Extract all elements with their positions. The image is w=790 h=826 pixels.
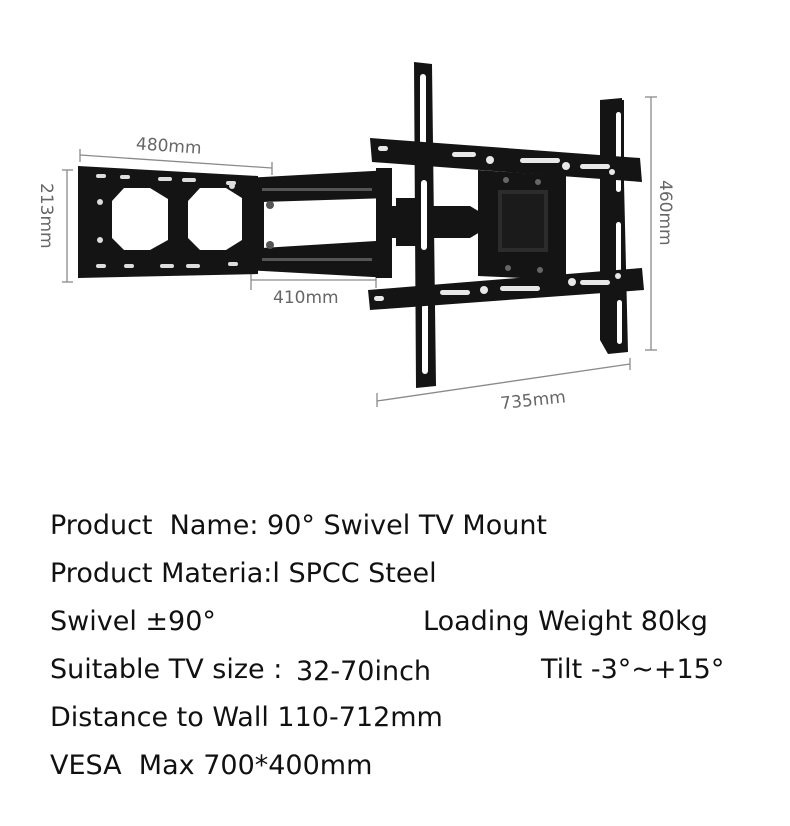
dimension-460-line	[645, 96, 657, 351]
spec-material: Product Materia:l SPCC Steel	[50, 558, 437, 589]
bottom-rail	[368, 268, 644, 310]
spec-tv-size-label: Suitable TV size :	[50, 654, 283, 685]
dimension-480-line	[79, 149, 273, 175]
vertical-bracket-back	[600, 98, 628, 354]
spec-tilt: Tilt -3°~+15°	[541, 654, 725, 685]
dimension-735-line	[376, 358, 631, 407]
dimension-410-label: 410mm	[273, 288, 339, 308]
spec-vesa: VESA Max 700*400mm	[50, 750, 373, 781]
dimension-480-label: 480mm	[135, 134, 202, 159]
product-figure: 480mm 213mm 410mm 460mm 735mm	[36, 62, 675, 414]
tv-mount-illustration	[78, 62, 644, 388]
dimension-213-label: 213mm	[36, 183, 56, 249]
wall-plate	[78, 166, 258, 278]
spec-loading-weight: Loading Weight 80kg	[423, 606, 708, 637]
vertical-bracket-front	[414, 62, 436, 388]
spec-swivel: Swivel ±90°	[50, 606, 216, 637]
tilt-head	[478, 170, 566, 280]
dimension-735-label: 735mm	[499, 387, 566, 414]
dimension-213-line	[62, 169, 73, 283]
spec-product-name: Product Name: 90° Swivel TV Mount	[50, 510, 548, 541]
swing-arms	[244, 168, 480, 278]
spec-wall-distance: Distance to Wall 110-712mm	[50, 702, 443, 733]
spec-tv-size-value: 32-70inch	[296, 656, 432, 687]
dimension-460-label: 460mm	[655, 180, 675, 246]
top-rail	[370, 138, 642, 182]
